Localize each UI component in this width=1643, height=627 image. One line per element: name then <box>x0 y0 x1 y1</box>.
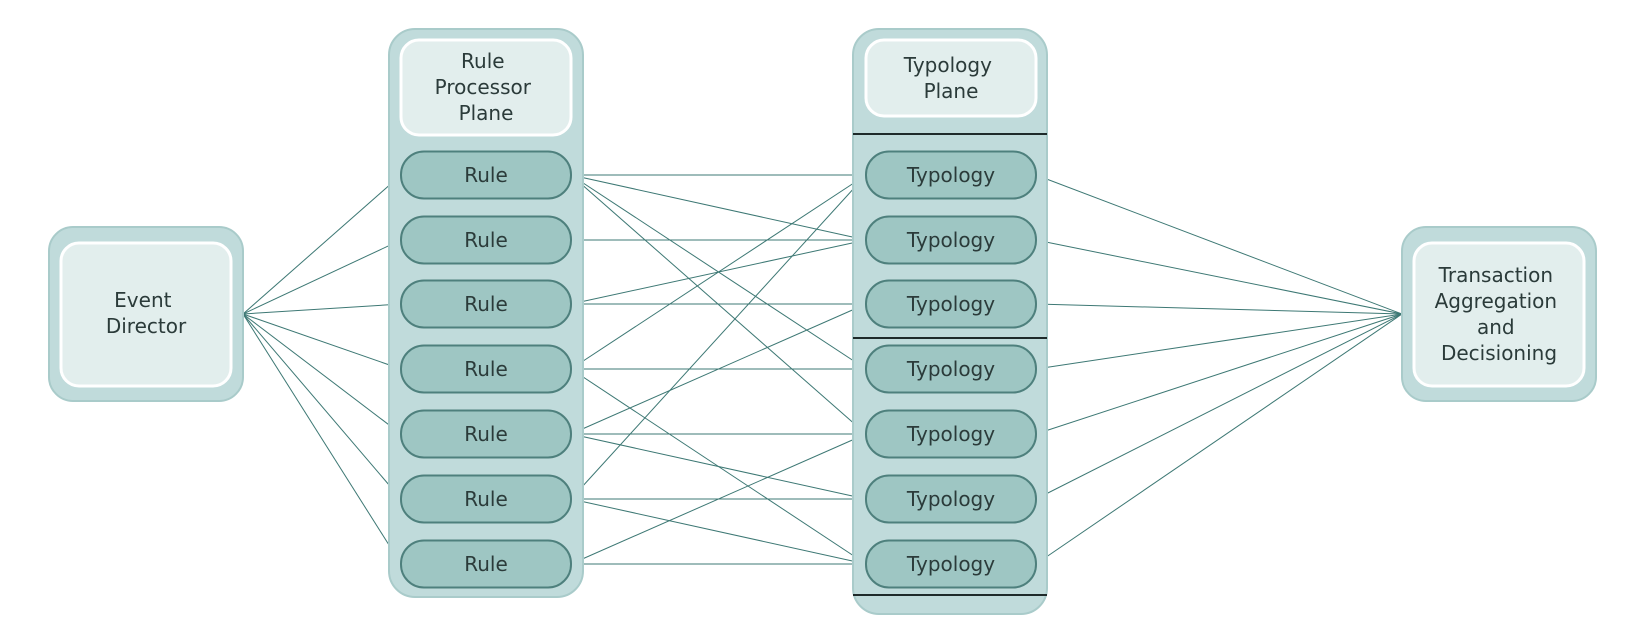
rule-node-shape <box>400 150 572 200</box>
edge-rule-to-typology <box>570 433 867 500</box>
typology-plane-title-line: Typology <box>903 53 992 77</box>
typology-node-shape <box>865 215 1037 265</box>
typology-node-shape <box>865 409 1037 459</box>
rule-node: Rule <box>400 344 572 394</box>
tadp-box: Transaction Aggregation and Decisioning <box>1401 226 1597 402</box>
edge-event-director-to-rule <box>242 174 402 315</box>
typology-node-label: Typology <box>906 163 995 187</box>
typology-node: Typology <box>865 215 1037 265</box>
typology-node-label: Typology <box>906 552 995 576</box>
typology-node: Typology <box>865 150 1037 200</box>
tadp-label-line: and <box>1477 315 1515 339</box>
edge-event-director-to-rule <box>242 303 402 315</box>
rule-node-shape <box>400 539 572 589</box>
rule-node-label: Rule <box>464 228 508 252</box>
rule-node-label: Rule <box>464 163 508 187</box>
typology-node: Typology <box>865 344 1037 394</box>
typology-node: Typology <box>865 539 1037 589</box>
rule-node-label: Rule <box>464 487 508 511</box>
edge-rule-to-typology <box>570 433 867 565</box>
typology-plane-title-line: Plane <box>924 79 979 103</box>
edge-typology-to-tadp <box>1035 303 1403 315</box>
edge-typology-to-tadp <box>1035 313 1403 565</box>
edge-typology-to-tadp <box>1035 174 1403 315</box>
edge-rule-to-typology <box>570 174 867 370</box>
rule-node-shape <box>400 279 572 329</box>
connection-lines <box>242 174 1403 565</box>
edge-event-director-to-rule <box>242 313 402 370</box>
typology-node-label: Typology <box>906 228 995 252</box>
edge-typology-to-tadp <box>1035 313 1403 500</box>
typology-nodes: TypologyTypologyTypologyTypologyTypology… <box>865 150 1037 589</box>
svg-text:Typology Plane: Typology Plane <box>903 53 999 103</box>
edge-typology-to-tadp <box>1035 313 1403 435</box>
event-director-label-line: Director <box>106 314 187 338</box>
edge-event-director-to-rule <box>242 313 402 565</box>
typology-node-label: Typology <box>906 422 995 446</box>
rule-node: Rule <box>400 279 572 329</box>
rule-node-label: Rule <box>464 292 508 316</box>
edge-rule-to-typology <box>570 303 867 435</box>
typology-node-shape <box>865 344 1037 394</box>
rule-node-label: Rule <box>464 422 508 446</box>
typology-node-shape <box>865 539 1037 589</box>
rule-plane-title-line: Plane <box>459 101 514 125</box>
edge-event-director-to-rule <box>242 313 402 435</box>
edge-rule-to-typology <box>570 498 867 565</box>
typology-node-label: Typology <box>906 487 995 511</box>
rule-node: Rule <box>400 150 572 200</box>
tadp-label-line: Decisioning <box>1441 341 1557 365</box>
rule-node: Rule <box>400 539 572 589</box>
typology-node-shape <box>865 279 1037 329</box>
edge-event-director-to-rule <box>242 313 402 500</box>
rule-node: Rule <box>400 409 572 459</box>
tadp-label-line: Aggregation <box>1435 289 1557 313</box>
edge-rule-to-typology <box>570 174 867 500</box>
event-director-box: Event Director <box>48 226 244 402</box>
typology-node-label: Typology <box>906 357 995 381</box>
rule-node-shape <box>400 409 572 459</box>
tadp-label-line: Transaction <box>1438 263 1553 287</box>
rule-node-shape <box>400 474 572 524</box>
edge-typology-to-tadp <box>1035 239 1403 315</box>
typology-node-label: Typology <box>906 292 995 316</box>
rule-node-shape <box>400 344 572 394</box>
edge-event-director-to-rule <box>242 239 402 315</box>
rule-plane-title-line: Processor <box>435 75 532 99</box>
rule-node: Rule <box>400 474 572 524</box>
svg-text:Transaction Aggregation: Transaction Aggregation and Decisioning <box>1435 263 1564 365</box>
typology-node: Typology <box>865 474 1037 524</box>
rule-plane-title-line: Rule <box>461 49 505 73</box>
rule-node-shape <box>400 215 572 265</box>
event-director-label-line: Event <box>114 288 171 312</box>
svg-text:Event Director: Event Director <box>106 288 187 338</box>
edge-typology-to-tadp <box>1035 313 1403 370</box>
typology-node: Typology <box>865 279 1037 329</box>
edge-rule-to-typology <box>570 174 867 241</box>
svg-text:Rule Processor Pla: Rule Processor Plane <box>435 49 538 125</box>
rule-node-label: Rule <box>464 552 508 576</box>
rule-node: Rule <box>400 215 572 265</box>
typology-node: Typology <box>865 409 1037 459</box>
rule-node-label: Rule <box>464 357 508 381</box>
typology-node-shape <box>865 474 1037 524</box>
typology-node-shape <box>865 150 1037 200</box>
